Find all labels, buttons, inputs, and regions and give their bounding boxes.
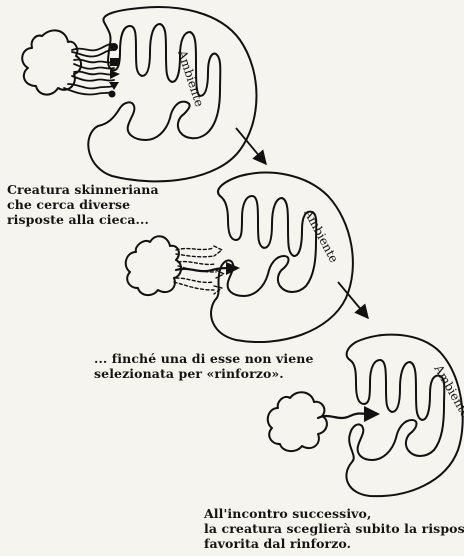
caption-stage-2: ... finché una di esse non viene selezio…: [94, 351, 314, 381]
environment-label-3: Ambiente: [431, 362, 464, 420]
creature-3: [268, 392, 327, 451]
panel-1: [22, 7, 256, 181]
chosen-response-3: [318, 414, 370, 419]
caption-1-line-1: Creatura skinneriana: [7, 182, 159, 197]
caption-3-line-2: la creatura sceglierà subito la risposta: [204, 521, 464, 536]
selected-response-2: [176, 268, 232, 271]
caption-1-line-2: che cerca diverse: [7, 197, 159, 212]
arrow-1: [236, 128, 266, 164]
caption-stage-1: Creatura skinneriana che cerca diverse r…: [7, 182, 159, 227]
caption-2-line-1: ... finché una di esse non viene: [94, 351, 314, 366]
chosen-response-tip-3: [364, 406, 380, 422]
caption-stage-3: All'incontro successivo, la creatura sce…: [204, 506, 464, 551]
environment-shape-3: [346, 335, 462, 497]
panel-2: [126, 173, 353, 342]
creature-2: [126, 236, 181, 295]
caption-3-line-3: favorita dal rinforzo.: [204, 536, 464, 551]
caption-3-line-1: All'incontro successivo,: [204, 506, 464, 521]
environment-label-2: Ambiente: [301, 206, 341, 265]
arrow-2: [338, 282, 368, 318]
environment-label-1: Ambiente: [175, 48, 207, 109]
caption-1-line-3: risposte alla cieca...: [7, 212, 159, 227]
caption-2-line-2: selezionata per «rinforzo».: [94, 366, 314, 381]
